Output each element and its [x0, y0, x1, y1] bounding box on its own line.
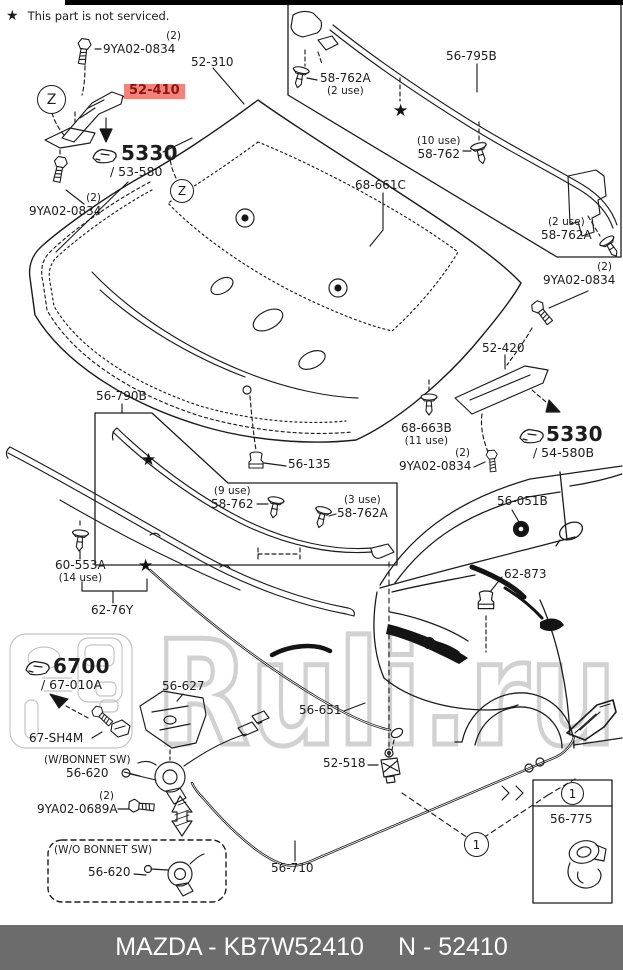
part-label-52-410-highlighted[interactable]: 52-410 [124, 83, 185, 99]
part-label-52-420: 52-420 [482, 341, 525, 355]
part-label-56-775: 56-775 [550, 812, 593, 826]
part-label-9ya02-0834-top: (2) 9YA02-0834 [103, 30, 181, 56]
part-label-56-620-with-switch: (W/BONNET SW) 56-620 [44, 754, 131, 780]
not-serviced-star-icon: ★ [138, 556, 154, 576]
footer-catalog-code: MAZDA - KB7W52410 [115, 933, 364, 961]
part-label-52-310: 52-310 [191, 55, 234, 69]
not-serviced-note: ★ This part is not serviced. [6, 9, 169, 23]
hood-outer-panel-drawing [28, 99, 522, 443]
zone-marker-z-mid: Z [170, 179, 194, 203]
part-label-56-795b: 56-795B [446, 49, 497, 63]
callout-marker-1-box: 1 [561, 782, 584, 805]
dark-accent-stroke [269, 643, 333, 658]
top-divider-bar [65, 0, 623, 5]
part-label-9ya02-0834-left: (2) 9YA02-0834 [29, 192, 102, 218]
part-label-62-76y: 62-76Y [91, 603, 134, 617]
part-label-62-873: 62-873 [504, 567, 547, 581]
front-seal-box [94, 403, 398, 566]
part-label-9ya02-0834-right: (2) 9YA02-0834 [543, 261, 616, 287]
not-serviced-star-icon: ★ [141, 450, 157, 470]
leader-5330 [162, 137, 193, 153]
hood-latch-no-switch-drawing [47, 839, 227, 903]
leader-52-310 [212, 67, 245, 105]
part-label-5330-53-580: 5330 / 53-580 [110, 141, 178, 179]
insulator-pad-drawing [167, 141, 459, 332]
release-cable-56-710 [190, 735, 576, 867]
plug-56-051b [511, 509, 530, 538]
not-serviced-text: This part is not serviced. [27, 9, 170, 23]
part-label-56-135: 56-135 [288, 457, 331, 471]
hinge-left-drawing [44, 37, 177, 205]
release-grip-handle [566, 699, 617, 741]
leader-68-661c [369, 192, 384, 247]
part-label-58-762a-3use: (3 use) 58-762A [337, 494, 388, 520]
part-label-56-710: 56-710 [271, 861, 314, 875]
callout-marker-1-cable: 1 [464, 832, 489, 857]
hood-latch-drawing [117, 710, 270, 837]
part-label-5330-54-580b: 5330 / 54-580B [533, 422, 603, 460]
hinge-right-drawing [454, 290, 589, 473]
part-label-56-620-no-switch: 56-620 [88, 865, 131, 879]
bracket-56-627 [139, 690, 207, 761]
part-label-9ya02-0689a: (2) 9YA02-0689A [37, 790, 118, 816]
part-label-58-762-10use: (10 use) 58-762 [417, 135, 461, 161]
part-label-58-762a-box-right: (2 use) 58-762A [541, 216, 592, 242]
part-label-9ya02-0834-mid: (2) 9YA02-0834 [399, 447, 472, 473]
part-label-56-627: 56-627 [162, 679, 205, 693]
part-label-67-sh4m: 67-SH4M [29, 731, 84, 745]
part-label-56-651: 56-651 [299, 703, 342, 717]
part-52-518 [367, 748, 401, 784]
part-label-56-790b: 56-790B [96, 389, 147, 403]
part-label-68-663b: (11 use) 68-663B [401, 421, 452, 447]
part-label-68-661c: 68-661C [355, 178, 406, 192]
part-label-60-553a: (14 use) 60-553A [55, 558, 106, 584]
not-serviced-star-icon: ★ [393, 101, 409, 121]
car-front-view [373, 465, 623, 757]
part-label-56-051b: 56-051B [497, 494, 548, 508]
leader-53-580 [55, 181, 129, 253]
part-label-58-762-9use: (9 use) 58-762 [211, 485, 254, 511]
variant-note-wo-bonnet-sw: (W/O BONNET SW) [54, 844, 153, 856]
part-label-6700-67-010a: 6700 / 67-010A [41, 654, 110, 692]
release-handle-area [25, 660, 131, 739]
part-label-58-762a-box-left: (2 use) 58-762A [320, 71, 371, 97]
clip-68-663b [420, 379, 438, 416]
zone-marker-z-top: Z [37, 85, 66, 114]
not-serviced-star-icon: ★ [6, 8, 19, 24]
release-cable-56-651 [148, 568, 404, 751]
part-label-52-518: 52-518 [323, 756, 366, 770]
clip-box-56-775 [501, 779, 613, 904]
footer-bar: MAZDA - KB7W52410 N - 52410 [0, 925, 623, 970]
grille-trim-strip [5, 446, 355, 617]
footer-part-number: N - 52410 [397, 933, 508, 961]
hood-inner-panel-drawing [91, 271, 359, 451]
